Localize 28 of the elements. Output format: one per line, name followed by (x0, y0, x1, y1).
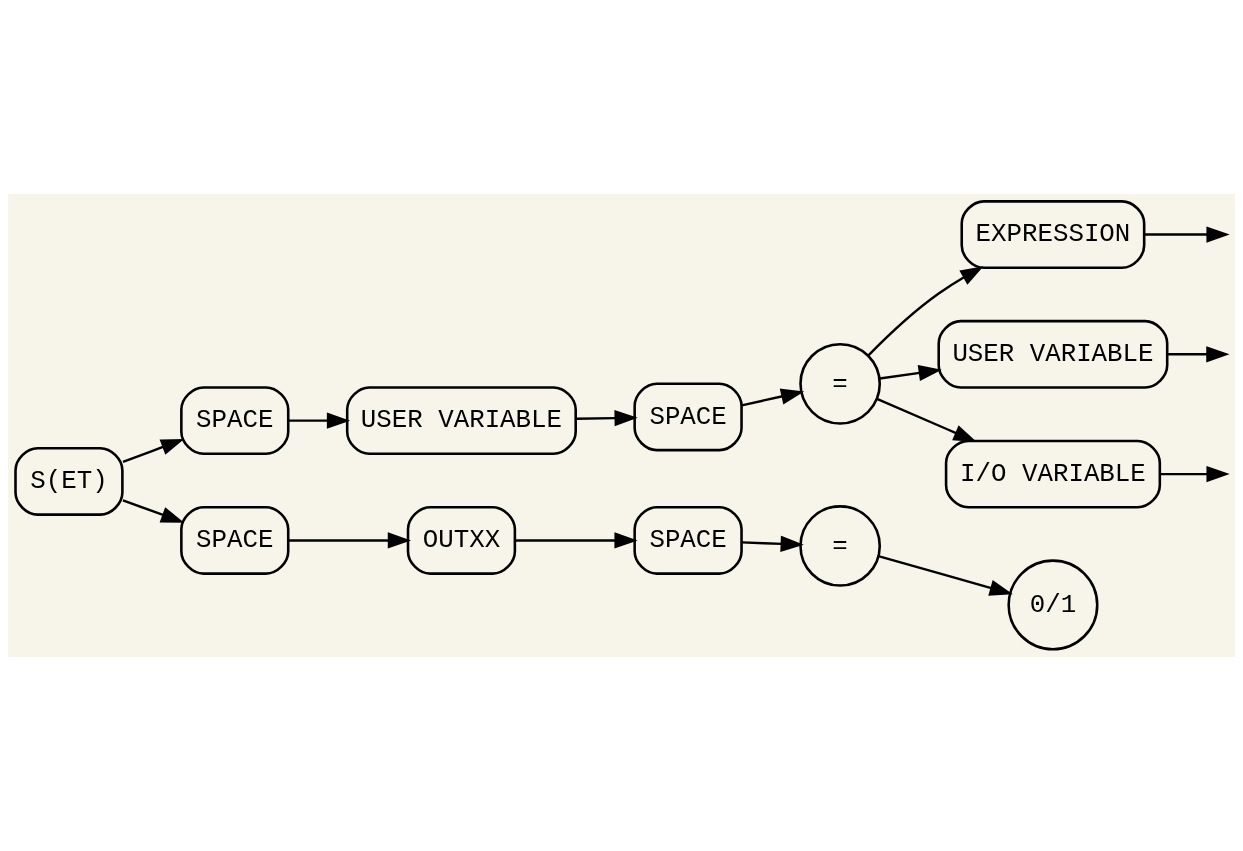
node-box: OUTXX (406, 505, 517, 575)
arrow (1159, 465, 1230, 483)
arrow (515, 532, 638, 549)
arrow (576, 410, 638, 427)
node-box: SPACE (633, 505, 743, 575)
node-box: SPACE (180, 505, 290, 575)
node-circle: = (799, 505, 882, 587)
node-box: EXPRESSION (960, 200, 1146, 269)
arrow (867, 266, 984, 357)
arrow (879, 364, 942, 381)
node-circle: = (799, 342, 882, 425)
arrow (741, 535, 804, 552)
node-circle: 0/1 (1007, 559, 1099, 651)
arrow (1144, 226, 1230, 243)
node-box: I/O VARIABLE (944, 439, 1162, 509)
node-box: S(ET) (14, 447, 124, 516)
node-box: USER VARIABLE (345, 386, 577, 456)
arrow (1167, 346, 1230, 363)
node-box: USER VARIABLE (937, 319, 1169, 389)
arrow (741, 388, 805, 407)
arrow (288, 412, 351, 429)
arrow (878, 555, 1013, 596)
arrow (876, 397, 977, 442)
arrow (122, 499, 185, 523)
arrow (288, 532, 412, 549)
node-box: SPACE (633, 382, 743, 452)
arrow (122, 438, 185, 463)
node-box: SPACE (180, 386, 290, 456)
